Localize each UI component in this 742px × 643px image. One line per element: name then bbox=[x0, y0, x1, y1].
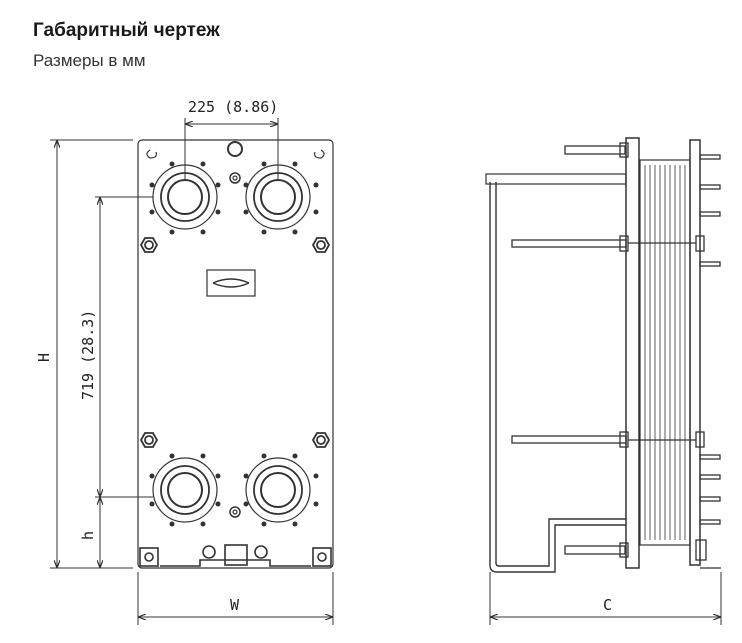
dim-port-spacing: 225 (8.86) bbox=[188, 98, 278, 116]
dim-height: H bbox=[35, 353, 53, 362]
drawing-title: Габаритный чертеж bbox=[33, 20, 220, 41]
drawing-subtitle: Размеры в мм bbox=[33, 51, 146, 70]
dim-port-bottom: h bbox=[79, 531, 97, 540]
dim-width: W bbox=[230, 596, 240, 614]
front-view bbox=[137, 139, 334, 569]
port-bottom-left bbox=[152, 457, 218, 523]
dim-port-vertical: 719 (28.3) bbox=[79, 310, 97, 400]
logo-plate bbox=[206, 269, 256, 297]
side-view bbox=[485, 137, 721, 573]
dim-length: C bbox=[603, 596, 612, 614]
port-bottom-right bbox=[245, 457, 311, 523]
